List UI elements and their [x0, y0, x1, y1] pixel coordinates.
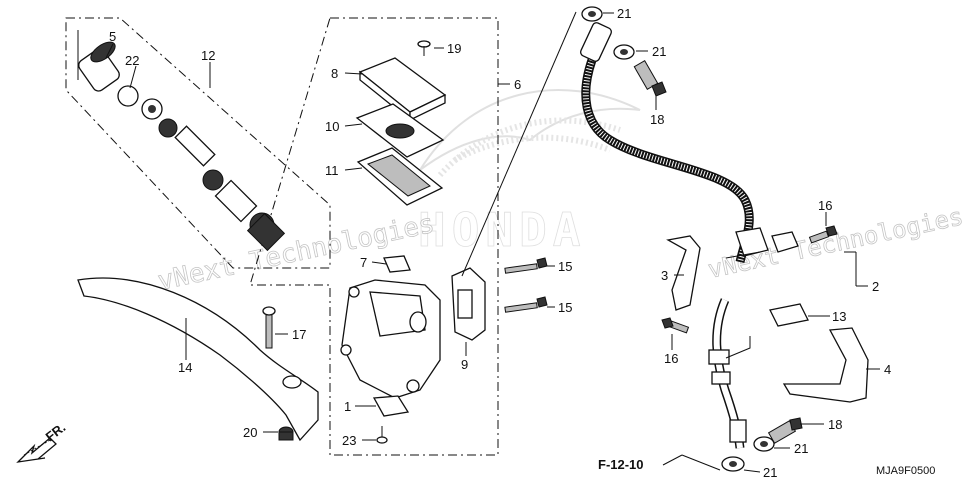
callout-17: 17 [292, 327, 306, 342]
bracket-bolts [661, 225, 838, 334]
diaphragm [356, 147, 444, 206]
brake-hose [579, 22, 754, 449]
cap-screw [417, 40, 431, 56]
hose-guide [769, 231, 809, 327]
callout-21-b: 21 [652, 44, 666, 59]
bracket-arm [782, 327, 869, 403]
honda-wing-watermark: HONDA [418, 89, 641, 257]
diaphragm-plate [355, 103, 445, 158]
front-direction-arrow: FR. [16, 420, 68, 463]
pivot-nut [278, 426, 294, 441]
piston-assembly [78, 41, 286, 252]
callout-21-d: 21 [763, 465, 777, 480]
callout-23: 23 [342, 433, 356, 448]
callout-3: 3 [661, 268, 668, 283]
diagram-code: MJA9F0500 [876, 465, 935, 477]
switch-clip [383, 255, 411, 273]
callout-1: 1 [344, 399, 351, 414]
pivot-bolt [262, 306, 276, 349]
callout-15-upper: 15 [558, 259, 572, 274]
callout-7: 7 [360, 255, 367, 270]
callout-22: 22 [125, 53, 139, 68]
holder-bolts [504, 257, 548, 313]
callout-14: 14 [178, 360, 192, 375]
reservoir-group-box [249, 17, 499, 456]
honda-brand-watermark: HONDA [418, 203, 586, 257]
callout-5: 5 [109, 29, 116, 44]
master-cylinder-body [340, 279, 441, 399]
hose-clamp-upper [735, 227, 769, 257]
oil-bolts [633, 60, 803, 444]
callout-9: 9 [461, 357, 468, 372]
callout-15-lower: 15 [558, 300, 572, 315]
callout-12: 12 [201, 48, 215, 63]
leader-lines [105, 11, 880, 473]
callout-11: 11 [325, 163, 339, 178]
callout-6: 6 [514, 77, 521, 92]
brake-lever [77, 277, 319, 442]
callout-13: 13 [832, 309, 846, 324]
callout-16-lower: 16 [664, 351, 678, 366]
callout-8: 8 [331, 66, 338, 81]
callout-2: 2 [872, 279, 879, 294]
sealing-washers [581, 6, 775, 472]
callout-21-a: 21 [617, 6, 631, 21]
callout-4: 4 [884, 362, 891, 377]
holder-bracket [451, 267, 486, 341]
callout-20: 20 [243, 425, 257, 440]
callout-16-upper: 16 [818, 198, 832, 213]
brake-switch [372, 395, 410, 417]
reference-label: F-12-10 [598, 457, 644, 472]
callout-10: 10 [325, 119, 339, 134]
switch-screw [376, 426, 388, 444]
callout-18-upper: 18 [650, 112, 664, 127]
hose-bracket-left [666, 235, 701, 311]
callout-18-lower: 18 [828, 417, 842, 432]
callout-21-c: 21 [794, 441, 808, 456]
callout-19: 19 [447, 41, 461, 56]
